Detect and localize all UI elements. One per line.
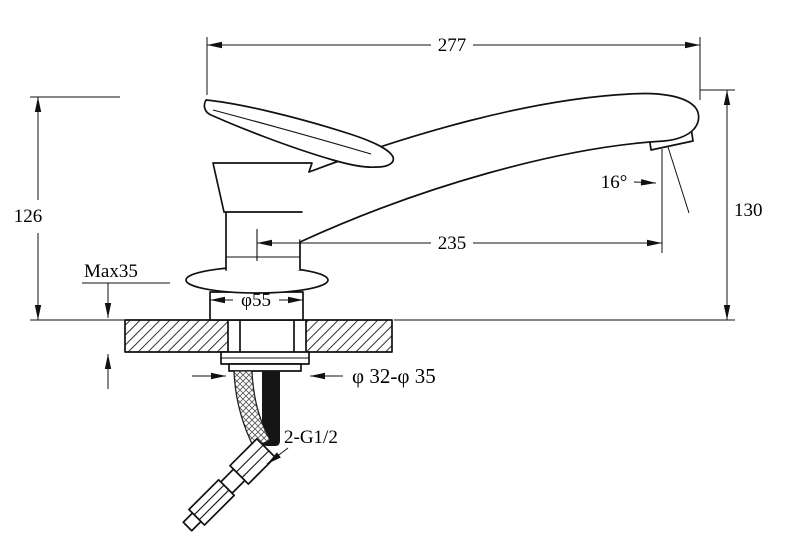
dim-max-thickness-label: Max35 <box>84 261 138 282</box>
body-lower-sides <box>225 211 301 271</box>
fitting-nut-2-facet <box>193 484 225 516</box>
dim-height-right: 130 <box>394 89 763 321</box>
body-lower-fill <box>226 212 300 270</box>
countertop-hatch-left <box>125 320 228 352</box>
dim-base-diameter-label: φ55 <box>241 290 271 311</box>
dim-base-diameter: φ55 <box>210 290 303 311</box>
handle-detail-line <box>212 109 372 155</box>
supply-hose-braided <box>233 370 271 449</box>
dim-height-left-label: 126 <box>14 206 43 227</box>
fitting-tip <box>182 512 202 532</box>
dim-hole-diameter-label: φ 32-φ 35 <box>352 364 436 388</box>
countertop-hatch-right <box>306 320 392 352</box>
fitting-nut-1-facet <box>235 444 264 473</box>
dim-spout-reach: 235 <box>256 229 662 261</box>
supply-hose-dark <box>262 371 280 446</box>
dim-hose-thread-label: 2-G1/2 <box>284 427 338 448</box>
dim-spout-angle-label: 16° <box>601 172 628 193</box>
mounting-washer <box>228 363 302 372</box>
under-counter-assembly <box>182 319 310 532</box>
faucet <box>185 92 700 321</box>
dim-hose-thread: 2-G1/2 <box>266 427 338 465</box>
dim-hole-diameter: φ 32-φ 35 <box>192 364 436 388</box>
dimensions: 277 126 130 235 16° <box>14 35 763 465</box>
countertop-section <box>124 319 393 353</box>
spout-outline <box>299 92 700 243</box>
dim-spout-angle: 16° <box>601 146 690 253</box>
dim-total-width-label: 277 <box>438 35 467 56</box>
spout-fill <box>300 93 699 242</box>
body-upper-fill <box>213 163 312 212</box>
dim-total-width: 277 <box>206 35 701 100</box>
fitting-nut-1-facet <box>241 450 270 479</box>
body-upper-edges <box>212 162 313 213</box>
leader-line <box>633 179 657 186</box>
hose-fitting <box>182 437 277 532</box>
dim-height-left: 126 <box>14 96 132 321</box>
dim-max-thickness: Max35 <box>82 261 170 389</box>
leader-line <box>266 447 289 465</box>
fitting-nut-2-facet <box>198 489 230 521</box>
dim-height-right-label: 130 <box>734 200 763 221</box>
dim-spout-reach-label: 235 <box>438 233 467 254</box>
angle-ref-slanted <box>667 146 690 214</box>
